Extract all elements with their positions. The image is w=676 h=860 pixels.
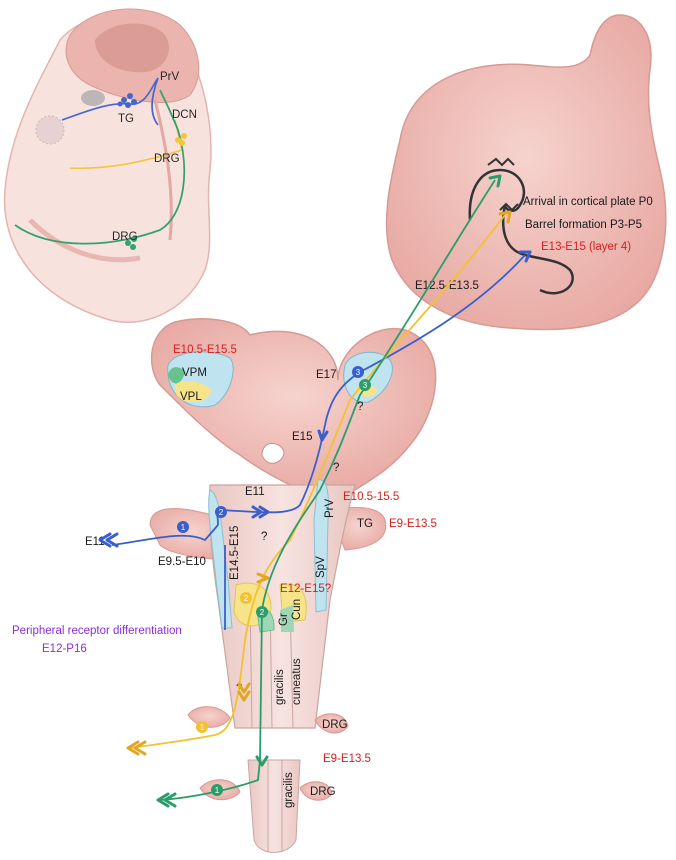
- brainstem-gracilis-lower-label: gracilis: [283, 772, 295, 808]
- thalamus-q1-label: ?: [357, 401, 363, 413]
- embryo-drg-lower-label: DRG: [112, 231, 138, 243]
- brainstem-spv-label: SpV: [315, 556, 327, 578]
- brainstem-e145-label: E14.5-E15: [229, 526, 241, 580]
- cortex-illustration: Arrival in cortical plate P0 Barrel form…: [387, 15, 666, 330]
- embryo-dcn-label: DCN: [172, 109, 197, 121]
- brainstem-drg-upper-label: DRG: [322, 719, 348, 731]
- thalamus-q2-label: ?: [333, 462, 339, 474]
- brainstem-prv-label: PrV: [324, 499, 336, 519]
- brainstem-e12q-label: E12-E15?: [280, 583, 331, 595]
- peripheral-note-line1: Peripheral receptor differentiation: [12, 625, 182, 637]
- badge-yellow-2: 2: [240, 592, 252, 604]
- embryo-tg-label: TG: [118, 113, 134, 125]
- brainstem-drg-lower-label: DRG: [310, 786, 336, 798]
- svg-text:1: 1: [200, 723, 205, 732]
- brainstem-tg-timing-label: E9-E13.5: [389, 518, 437, 530]
- svg-text:2: 2: [244, 594, 249, 603]
- cortex-layer4-label: E13-E15 (layer 4): [541, 241, 631, 253]
- brainstem-cuneatus-label: cuneatus: [291, 658, 303, 705]
- badge-blue-1: 1: [177, 521, 189, 533]
- thalamus-vpm-label: VPM: [182, 367, 207, 379]
- cortex-barrel-label: Barrel formation P3-P5: [525, 219, 642, 231]
- peripheral-note-line2: E12-P16: [42, 643, 87, 655]
- svg-text:1: 1: [181, 523, 186, 532]
- brainstem-tg-label: TG: [357, 518, 373, 530]
- brainstem-drg-timing-label: E9-E13.5: [323, 753, 371, 765]
- badge-green-2: 2: [256, 606, 268, 618]
- brainstem-cun-label: Cun: [291, 599, 303, 620]
- thalamus-timing-label: E10.5-E15.5: [173, 344, 237, 356]
- badge-green-1: 1: [211, 784, 223, 796]
- badge-green-3: 3: [359, 379, 371, 391]
- thalamus-e17-label: E17: [316, 369, 336, 381]
- thalamus-e15-label: E15: [292, 431, 312, 443]
- embryo-prv-label: PrV: [160, 71, 180, 83]
- brainstem-q-mid-label: ?: [261, 531, 267, 543]
- brainstem-illustration: VPM VPL E10.5-E15.5 E17 E15 ? ?: [85, 319, 437, 853]
- cortex-arrival-label: Arrival in cortical plate P0: [523, 196, 653, 208]
- brainstem-gr-label: Gr: [278, 613, 290, 626]
- embryo-drg-upper-label: DRG: [154, 153, 180, 165]
- svg-text:2: 2: [260, 608, 265, 617]
- embryo-illustration: PrV TG DCN DRG DRG: [5, 9, 211, 322]
- badge-blue-2: 2: [215, 506, 227, 518]
- svg-text:1: 1: [215, 786, 220, 795]
- brainstem-e95-label: E9.5-E10: [158, 556, 206, 568]
- brainstem-e11-label: E11: [245, 486, 265, 498]
- brainstem-gracilis-upper-label: gracilis: [274, 669, 286, 705]
- svg-text:3: 3: [363, 381, 368, 390]
- svg-text:2: 2: [219, 508, 224, 517]
- brainstem-prv-timing-label: E10.5-15.5: [343, 491, 399, 503]
- svg-text:3: 3: [356, 368, 361, 377]
- badge-yellow-1: 1: [196, 721, 208, 733]
- badge-blue-3: 3: [352, 366, 364, 378]
- thalamus-vpl-label: VPL: [180, 391, 202, 403]
